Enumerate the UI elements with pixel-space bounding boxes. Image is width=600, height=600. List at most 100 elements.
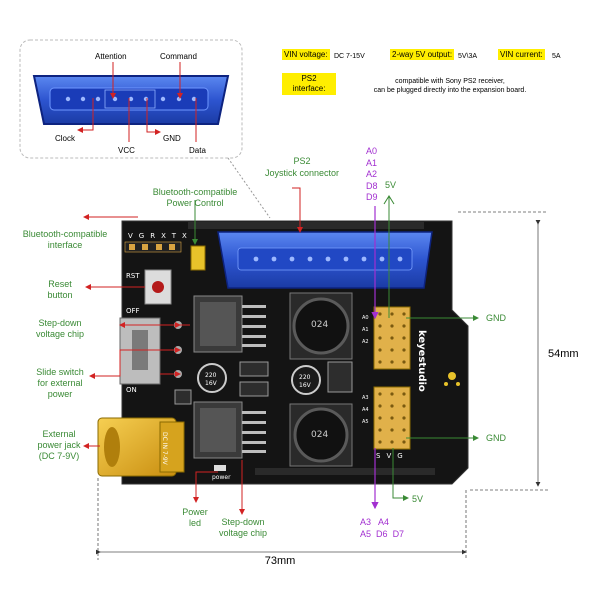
bluetooth-header [124,241,182,253]
inductor2-label: 024 [311,430,329,440]
connector-inset-frame [19,39,243,159]
jack-line3: (DC 7-9V) [38,451,80,461]
slide-switch-line3: power [47,389,73,399]
capacitor-right [291,365,321,395]
inset-leader-line [227,157,271,219]
pin-v-label: V [386,452,398,460]
header-side-labels-bottom: A3 A4 A5 [362,392,369,428]
inductor-top [289,292,353,360]
reset-button [144,269,172,305]
pin-label-attention: Attention [95,52,127,61]
side-a4: A4 [362,407,369,413]
board-on-label: ON [126,386,137,394]
gnd-top-label: GND [486,313,506,323]
capacitor-left [197,363,227,393]
ps2-interface-line2: can be plugged directly into the expansi… [373,87,527,94]
usb5v-label: 2-way 5V output: [390,49,455,60]
bt-header-labels: VGRXTX [128,232,193,240]
board-brand: keyestudio [416,330,427,392]
pin-bottom-d7: D7 [392,529,405,539]
bottom-header-pins [255,468,435,475]
cap1-label: 220 [205,372,217,379]
pin-bottom-d6: D6 [376,529,388,539]
stepdown-chip-top [193,295,266,353]
pin-holes [378,312,406,444]
bluetooth-power-jumper [190,245,206,271]
pin-label-clock: Clock [55,134,76,143]
ps2-interface-label: PS2 interface: [282,73,336,95]
stepdown-chip-bottom [193,401,266,459]
ps2-connector-subtitle: Joystick connector [264,168,340,178]
cap2b-label: 16V [299,382,311,389]
pin-s-label: S [376,452,387,460]
stepdown-bottom-line2: voltage chip [218,528,268,538]
pin-top-a2: A2 [366,169,378,179]
top-header-pins [188,222,424,229]
bt-pin-tx: TX [171,232,193,240]
pin-label-vcc: VCC [118,146,135,155]
fivev-bottom-label: 5V [412,494,424,504]
stepdown-bottom-line1: Step-down [221,517,265,527]
bt-pin-v: V [128,232,139,240]
pins-bottom-list: A3 A4 A5 D6 D7 [360,516,404,540]
power-led-line1: Power [182,507,208,517]
smd-small-1 [239,361,269,377]
bt-pin-g: G [138,232,151,240]
pin-label-command: Command [160,52,197,61]
board-rst-label: RST [126,272,140,280]
stepdown-top-line2: voltage chip [35,329,85,339]
cap1b-label: 16V [205,380,217,387]
bt-power-line1: Bluetooth-compatible [152,187,238,197]
side-a1: A1 [362,327,369,333]
board-dcin-label: DC IN 7-9V [161,432,168,465]
dimension-width: 73mm [264,555,296,567]
vin-voltage-label: VIN voltage: [282,49,330,60]
cap2-label: 220 [299,374,311,381]
smd-small-3 [327,361,353,393]
ps2-interface-line1: compatible with Sony PS2 receiver, [395,78,505,85]
side-a5: A5 [362,419,369,425]
header-side-labels-top: A0 A1 A2 [362,312,369,348]
brand-logo-mark [444,372,460,386]
pin-label-data: Data [189,146,206,155]
side-a2: A2 [362,339,369,345]
pin-g-label: G [397,452,409,460]
svg-pin-labels: SVG [376,452,409,460]
stepdown-top-line1: Step-down [38,318,82,328]
dc-power-jack [97,417,185,477]
ps2-connector-onboard [217,231,433,289]
pin-bottom-a3: A3 [360,517,372,527]
board-off-label: OFF [126,307,140,315]
ps2-connector-title: PS2 [293,156,311,166]
dimension-height: 54mm [548,348,579,360]
bt-power-line2: Power Control [166,198,224,208]
pin-top-a1: A1 [366,157,378,168]
slide-switch [119,317,182,385]
pins-top-list: A0 A1 A2 D8 D9 [366,146,378,204]
slide-switch-line2: for external [37,378,83,388]
reset-label-line1: Reset [48,279,72,289]
inductor-bottom [289,403,353,467]
board-power-label: power [212,474,231,481]
smd-small-2 [239,381,269,397]
usb5v-value: 5V\3A [458,53,478,60]
pin-top-d9: D9 [366,192,378,202]
inductor1-label: 024 [311,320,329,330]
reset-label-line2: button [47,290,73,300]
jack-line1: External [42,429,76,439]
pin-top-d8: D8 [366,180,378,191]
side-a3: A3 [362,395,369,401]
vin-voltage-value: DC 7-15V [334,53,365,60]
power-led-line2: led [188,518,201,528]
pin-top-a0: A0 [366,146,378,156]
pin-label-gnd: GND [163,134,181,143]
bt-interface-line2: interface [47,240,83,250]
slide-switch-line1: Slide switch [36,367,84,377]
pin-bottom-a4: A4 [378,517,390,527]
jack-line2: power jack [37,440,81,450]
fivev-top-label: 5V [385,180,397,190]
pin-bottom-a5: A5 [360,529,372,539]
power-led [214,465,226,471]
vin-current-label: VIN current: [498,49,545,60]
